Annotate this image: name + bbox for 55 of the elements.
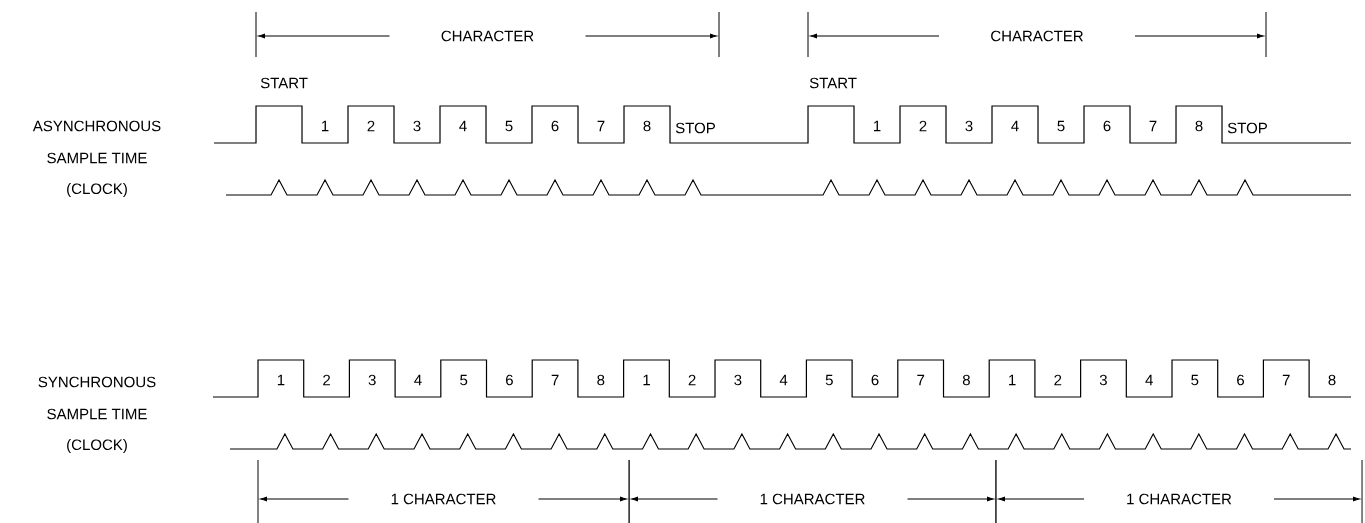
- dimension-label: 1 CHARACTER: [391, 493, 496, 505]
- bit-number: 7: [1282, 374, 1290, 386]
- bit-number: 6: [551, 120, 559, 132]
- stop-label: STOP: [675, 122, 715, 134]
- bit-number: 5: [1191, 374, 1199, 386]
- signal-label: SAMPLE TIME: [47, 408, 147, 420]
- bit-number: 1: [322, 120, 329, 132]
- bit-number: 4: [1011, 120, 1019, 132]
- bit-number: 2: [1054, 374, 1062, 386]
- bit-number: 7: [551, 374, 559, 386]
- start-label: START: [809, 77, 857, 89]
- bit-number: 7: [1149, 120, 1157, 132]
- bit-number: 6: [506, 374, 513, 386]
- dimension-label: CHARACTER: [991, 30, 1083, 42]
- bit-number: 7: [597, 120, 605, 132]
- start-label: START: [260, 77, 308, 89]
- bit-number: 5: [505, 120, 513, 132]
- signal-label: ASYNCHRONOUS: [32, 120, 161, 132]
- bit-number: 6: [1103, 120, 1111, 132]
- signal-label: SAMPLE TIME: [47, 152, 147, 164]
- bit-number: 1: [1009, 374, 1016, 386]
- bit-number: 8: [1195, 120, 1203, 132]
- bit-number: 8: [962, 374, 970, 386]
- signal-label: (CLOCK): [67, 183, 127, 197]
- bit-number: 7: [917, 374, 925, 386]
- bit-number: 5: [1057, 120, 1065, 132]
- signal-label: SYNCHRONOUS: [38, 376, 156, 388]
- bit-number: 2: [367, 120, 375, 132]
- bit-number: 4: [459, 120, 467, 132]
- bit-number: 8: [643, 120, 651, 132]
- bit-number: 2: [919, 120, 927, 132]
- dimension-label: 1 CHARACTER: [1127, 493, 1232, 505]
- bit-number: 1: [874, 120, 881, 132]
- bit-number: 4: [779, 374, 788, 386]
- dimension-label: 1 CHARACTER: [760, 493, 865, 505]
- bit-number: 6: [871, 374, 879, 386]
- stop-label: STOP: [1227, 122, 1267, 134]
- bit-number: 3: [413, 120, 421, 132]
- bit-number: 3: [1099, 374, 1107, 386]
- bit-number: 2: [688, 374, 696, 386]
- bit-number: 5: [460, 374, 468, 386]
- bit-number: 3: [368, 374, 376, 386]
- dimension-label: CHARACTER: [441, 30, 534, 42]
- bit-number: 1: [277, 374, 285, 386]
- bit-number: 5: [825, 374, 833, 386]
- bit-number: 8: [1328, 374, 1336, 386]
- bit-number: 2: [323, 374, 331, 386]
- bit-number: 8: [597, 374, 605, 386]
- bit-number: 6: [1237, 374, 1245, 386]
- bit-number: 3: [734, 374, 742, 386]
- bit-number: 1: [643, 374, 650, 386]
- bit-number: 4: [1145, 374, 1153, 386]
- bit-number: 3: [965, 120, 973, 132]
- signal-label: (CLOCK): [67, 439, 127, 453]
- bit-number: 4: [414, 374, 422, 386]
